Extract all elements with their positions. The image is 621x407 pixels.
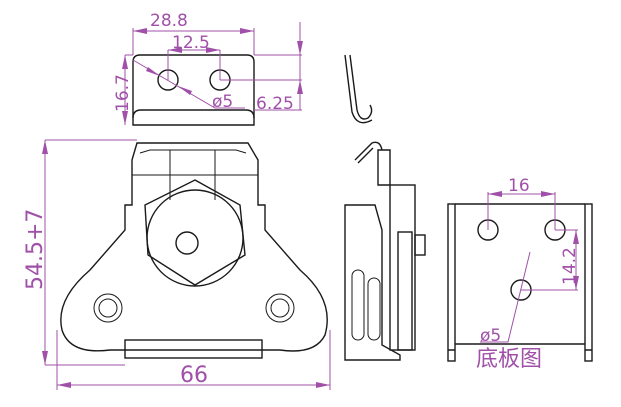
dim-plate-hole-dia: ø5: [480, 326, 501, 346]
side-view: [344, 54, 426, 361]
base-plate-title: 底板图: [476, 347, 542, 372]
base-plate-view: 16 14.2 ø5 底板图: [447, 176, 593, 372]
top-view: 28.8 12.5 16.7 ø5 6.25: [113, 11, 303, 126]
dim-top-hole-spacing: 12.5: [172, 33, 210, 53]
dim-top-height: 16.7: [113, 74, 133, 112]
dim-plate-hole-spacing: 16: [508, 176, 530, 196]
dim-top-width: 28.8: [150, 11, 188, 31]
front-view: 54.5+7 66: [23, 139, 331, 390]
dim-top-hole-dia: ø5: [212, 92, 233, 112]
dim-front-height: 54.5+7: [23, 209, 48, 290]
dim-front-width: 66: [180, 363, 208, 388]
dim-plate-hole-offset: 14.2: [560, 247, 580, 285]
dim-top-hole-offset: 6.25: [256, 94, 294, 114]
